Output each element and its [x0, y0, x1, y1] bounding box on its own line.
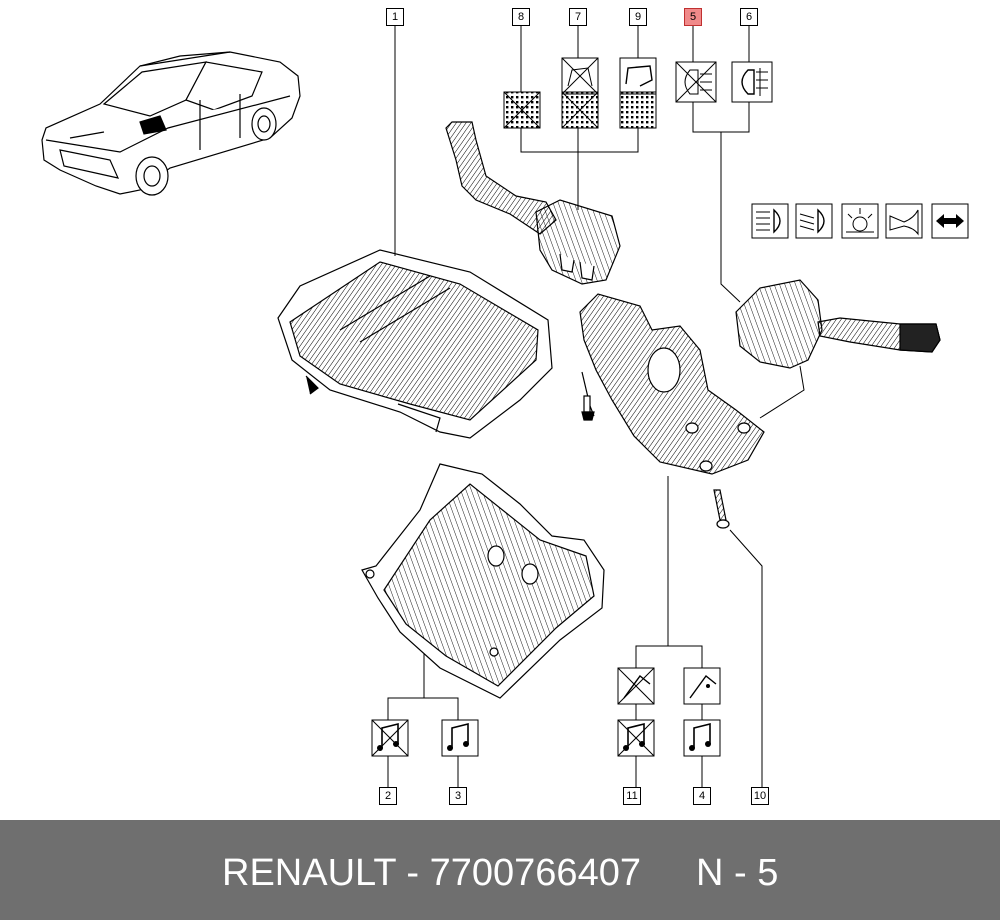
sidelight-icon: [841, 203, 879, 239]
callout-4: 4: [693, 787, 711, 805]
leader-lines: [387, 26, 805, 788]
crossed-lamp-icon: [675, 61, 717, 103]
high-beam-icon: [751, 203, 789, 239]
callout-7: 7: [569, 8, 587, 26]
crossed-wiper-icon: [617, 667, 655, 705]
callout-8: 8: [512, 8, 530, 26]
fog-lamp-icon: [731, 61, 773, 103]
callout-5-highlighted: 5: [684, 8, 702, 26]
part-number-label: RENAULT - 7700766407: [222, 852, 641, 894]
lighting-switch: [735, 279, 941, 369]
column-shroud-upper: [277, 249, 553, 439]
horn-icon: [885, 203, 923, 239]
washer-grid-icon: [619, 57, 657, 129]
callout-9: 9: [629, 8, 647, 26]
callout-6: 6: [740, 8, 758, 26]
parts-diagram: [41, 26, 969, 788]
footer-bar: RENAULT - 7700766407 N - 5: [0, 820, 1000, 920]
audio-icon-right: [683, 719, 721, 757]
hatched-grid-icon: [503, 91, 541, 129]
callout-11: 11: [623, 787, 641, 805]
wiper-switch: [445, 121, 621, 285]
wiper-icon: [683, 667, 721, 705]
callout-2: 2: [379, 787, 397, 805]
crossed-audio-icon: [371, 719, 409, 757]
car-illustration: [41, 51, 301, 196]
low-beam-icon: [795, 203, 833, 239]
switch-bracket: [579, 293, 765, 475]
screw-10: [713, 489, 730, 529]
column-shroud-lower: [361, 463, 605, 699]
direction-arrows-icon: [931, 203, 969, 239]
callout-3: 3: [449, 787, 467, 805]
audio-icon: [441, 719, 479, 757]
reference-label: N - 5: [696, 852, 779, 894]
crossed-audio-icon-right: [617, 719, 655, 757]
callout-10: 10: [751, 787, 769, 805]
callout-1: 1: [386, 8, 404, 26]
crossed-washer-grid-icon: [561, 57, 599, 129]
